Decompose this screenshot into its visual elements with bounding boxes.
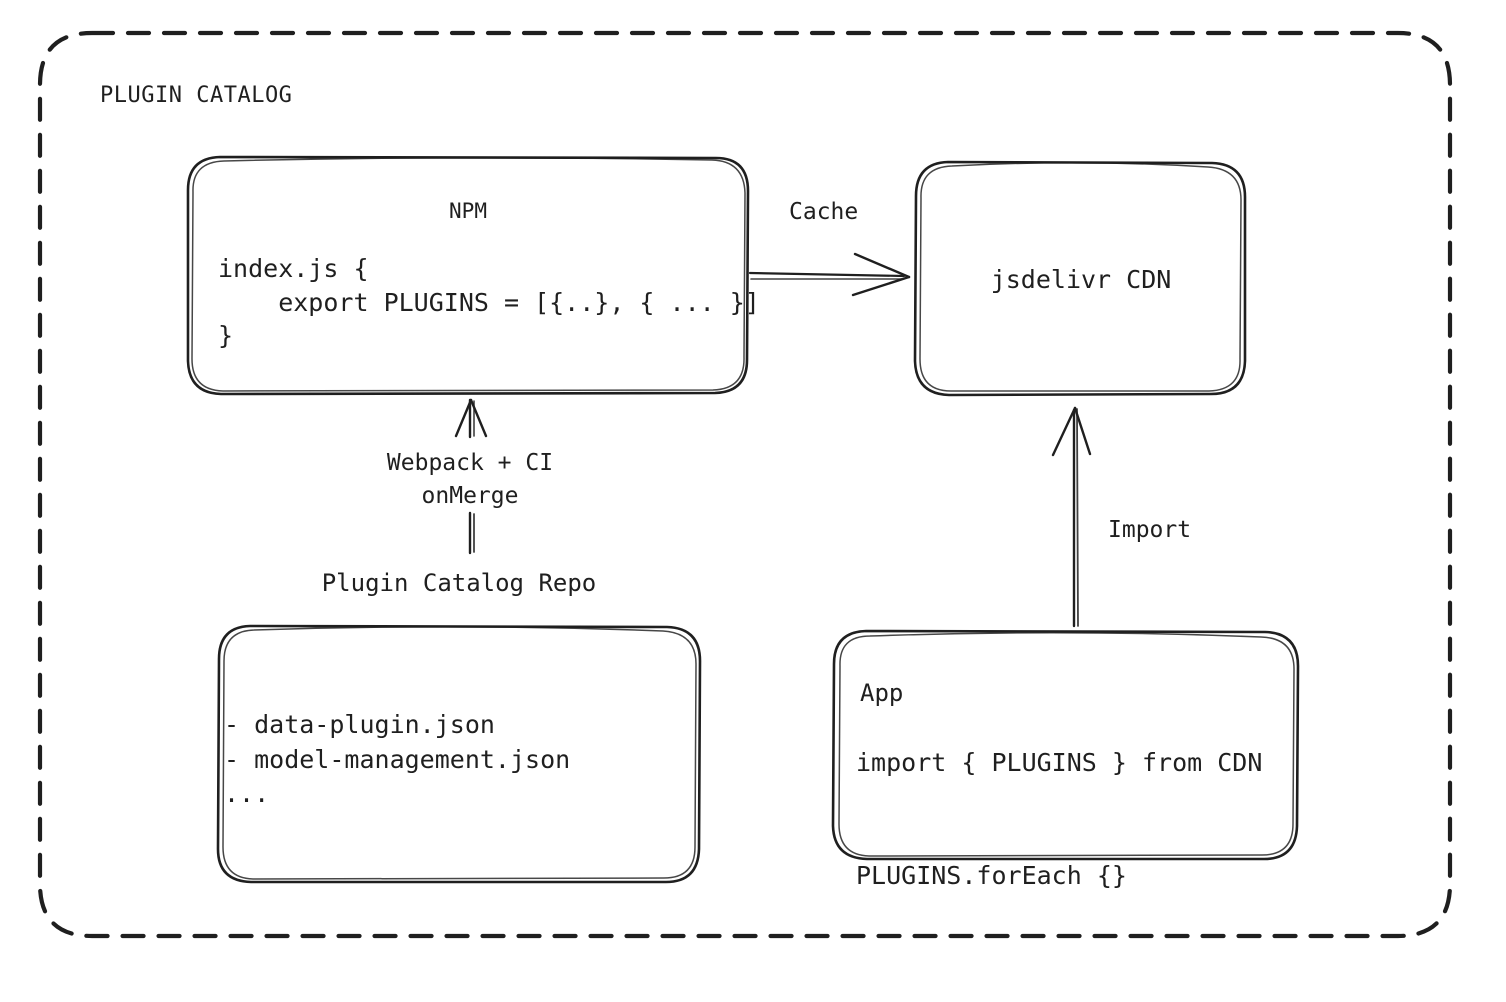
repo-node-caption: Plugin Catalog Repo <box>321 569 597 597</box>
npm-node-code: index.js { export PLUGINS = [{..}, { ...… <box>218 254 760 350</box>
cdn-node-title: jsdelivr CDN <box>990 265 1172 294</box>
npm-node-title: NPM <box>449 199 487 223</box>
app-node-code: import { PLUGINS } from CDN PLUGINS.forE… <box>856 748 1263 890</box>
import-arrow <box>1051 406 1092 628</box>
group-title: PLUGIN CATALOG <box>100 83 293 108</box>
cache-edge-label: Cache <box>789 199 859 225</box>
app-node-title: App <box>860 679 904 707</box>
webpack-edge-label: Webpack + CI onMerge <box>386 450 554 509</box>
cache-arrow <box>748 252 911 297</box>
repo-node-files: - data-plugin.json - model-management.js… <box>224 710 571 808</box>
import-edge-label: Import <box>1108 517 1192 543</box>
